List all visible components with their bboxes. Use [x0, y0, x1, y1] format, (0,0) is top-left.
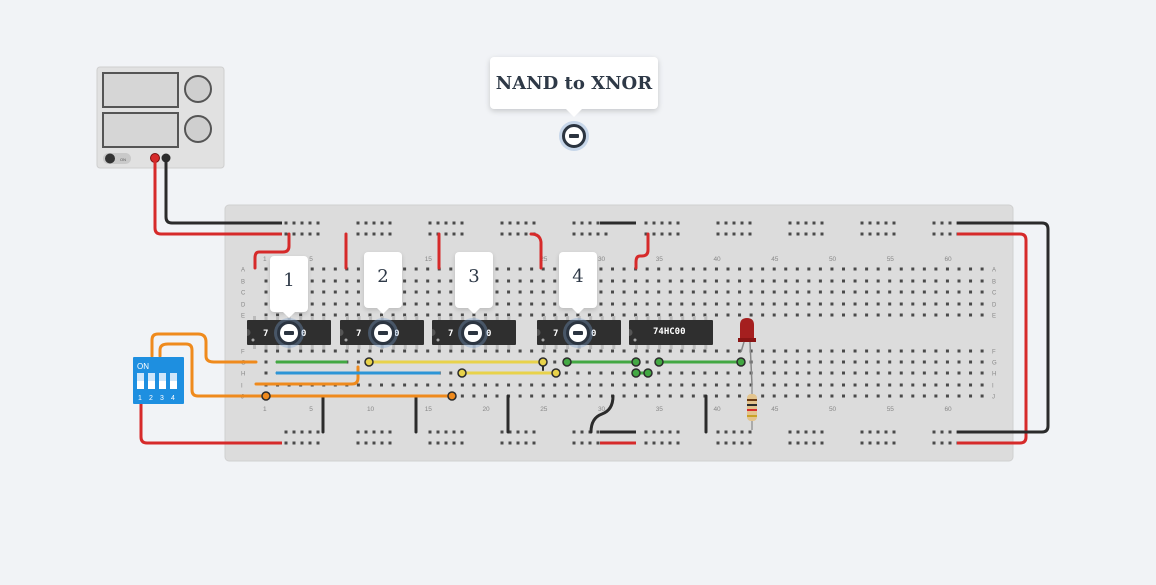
column-number: 1: [263, 406, 267, 413]
note-3-collapse-button[interactable]: [461, 321, 485, 345]
note-4-collapse-button[interactable]: [566, 321, 590, 345]
wire-vcc-1: [253, 232, 291, 270]
note-2-collapse-button[interactable]: [371, 321, 395, 345]
chip-partial-label: 0: [591, 329, 596, 339]
column-number: 40: [713, 406, 721, 413]
column-number: 40: [713, 256, 721, 263]
wire-dip-orange-2: [158, 342, 268, 398]
column-number: 1: [263, 256, 267, 263]
dip-position-label: 3: [160, 395, 164, 402]
row-label: H: [241, 372, 245, 378]
wire-vcc-5: [634, 232, 650, 270]
power-switch-label: ON: [120, 157, 126, 162]
note-3: 3: [455, 252, 493, 314]
note-1-collapse-button[interactable]: [277, 321, 301, 345]
column-number: 5: [309, 406, 313, 413]
dip-position-label: 2: [149, 395, 153, 402]
wire-vcc-4: [529, 232, 543, 270]
column-number: 60: [944, 256, 952, 263]
wire-orange-3: [254, 365, 360, 386]
row-label: A: [992, 268, 996, 274]
column-number: 55: [887, 406, 895, 413]
column-number: 30: [598, 256, 606, 263]
chip-partial-label: 0: [301, 329, 306, 339]
chip-partial-label: 7: [553, 329, 558, 339]
row-label: D: [992, 303, 997, 309]
row-label: H: [992, 372, 996, 378]
column-number: 20: [482, 406, 490, 413]
row-label: E: [992, 314, 996, 320]
wire-endpoints: [261, 357, 746, 401]
wire-rail-right-red: [958, 232, 1028, 445]
annotation-title: NAND to XNOR: [490, 57, 658, 117]
row-label: F: [992, 350, 996, 356]
column-number: 35: [656, 256, 664, 263]
row-label: C: [241, 291, 246, 297]
row-label: A: [241, 268, 245, 274]
row-label: C: [992, 291, 997, 297]
dip-position-label: 1: [138, 395, 142, 402]
column-number: 60: [944, 406, 952, 413]
column-number: 10: [367, 406, 375, 413]
power-supply[interactable]: ON: [96, 66, 225, 169]
note-1: 1: [270, 256, 308, 318]
chip-partial-label: 7: [356, 329, 361, 339]
row-label: F: [241, 350, 245, 356]
column-number: 15: [425, 256, 433, 263]
column-number: 5: [309, 256, 313, 263]
column-number: 30: [598, 406, 606, 413]
led[interactable]: [738, 318, 756, 386]
voltage-knob[interactable]: [184, 75, 212, 103]
note-4: 4: [559, 252, 597, 314]
column-number: 50: [829, 406, 837, 413]
column-number: 25: [540, 256, 548, 263]
row-label: I: [992, 384, 994, 390]
wire-psu-negative: [164, 156, 282, 225]
wire-rail-right-black: [958, 221, 1050, 434]
wires[interactable]: [139, 156, 1050, 445]
dip-position-label: 4: [171, 395, 175, 402]
chip-5-label: 74HC00: [653, 327, 686, 337]
row-label: I: [241, 384, 243, 390]
column-number: 55: [887, 256, 895, 263]
ic-chip-5[interactable]: [629, 316, 713, 349]
row-label: B: [241, 280, 245, 286]
annotation-collapse-button[interactable]: [562, 124, 586, 148]
wire-dip-red: [139, 394, 280, 445]
note-2: 2: [364, 252, 402, 314]
column-number: 25: [540, 406, 548, 413]
dip-on-label: ON: [137, 362, 149, 371]
chip-partial-label: 7: [448, 329, 453, 339]
column-number: 45: [771, 406, 779, 413]
wire-gnd-4: [589, 394, 615, 434]
resistor[interactable]: [747, 385, 757, 430]
row-label: D: [241, 303, 246, 309]
wire-psu-positive: [153, 156, 282, 236]
column-number: 15: [425, 406, 433, 413]
row-label: E: [241, 314, 245, 320]
chip-partial-label: 0: [394, 329, 399, 339]
row-label: G: [992, 361, 997, 367]
wire-dip-orange-1: [150, 332, 258, 364]
row-label: B: [992, 280, 996, 286]
column-number: 50: [829, 256, 837, 263]
row-label: J: [992, 395, 995, 401]
current-knob[interactable]: [184, 115, 212, 143]
chip-partial-label: 0: [486, 329, 491, 339]
chip-partial-label: 7: [263, 329, 268, 339]
column-number: 45: [771, 256, 779, 263]
column-number: 35: [656, 406, 664, 413]
